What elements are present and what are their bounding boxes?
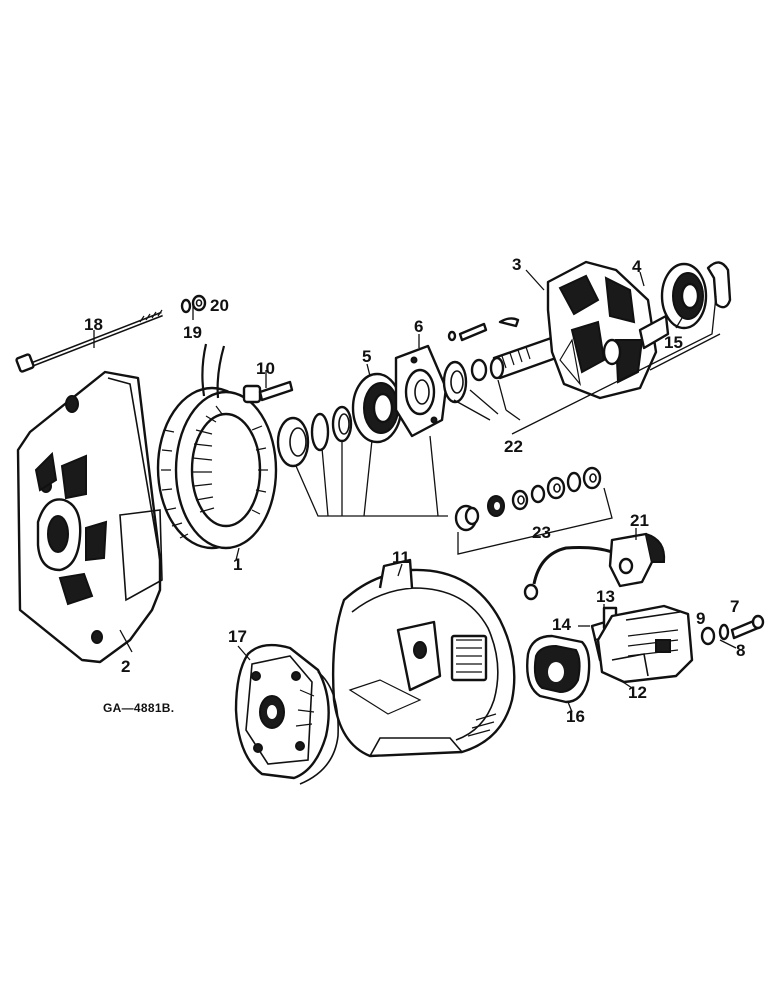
pulley-nut[interactable]	[276, 416, 310, 468]
slip-ring-end-housing-part-11[interactable]	[331, 558, 516, 758]
callout-21: 21	[630, 511, 649, 530]
hardware-set-part-23[interactable]	[454, 466, 602, 532]
callout-17: 17	[228, 627, 247, 646]
spring-clip-part-4[interactable]	[706, 261, 732, 309]
callout-5: 5	[362, 347, 371, 366]
drawing-code-label: GA—4881B.	[103, 701, 174, 715]
callout-6: 6	[414, 317, 423, 336]
lock-washer-part-8[interactable]	[718, 623, 730, 641]
ground-lead-part-21[interactable]	[523, 532, 666, 601]
callout-4: 4	[632, 257, 642, 276]
retainer-plate-part-6[interactable]	[394, 344, 448, 438]
regulator-part-12[interactable]	[596, 604, 694, 684]
collar[interactable]	[442, 360, 468, 404]
drive-end-housing-part-2[interactable]	[16, 370, 163, 664]
washer-23f[interactable]	[566, 471, 582, 493]
callout-3: 3	[512, 255, 521, 274]
nut-23e[interactable]	[546, 476, 566, 500]
woodruff-key[interactable]	[498, 317, 520, 328]
screw-part-7[interactable]	[730, 614, 765, 640]
callout-13: 13	[596, 587, 615, 606]
cover-part-16[interactable]	[526, 634, 591, 704]
washer-23c[interactable]	[511, 489, 529, 511]
callout-14: 14	[552, 615, 571, 634]
washer-23b[interactable]	[487, 495, 505, 517]
callout-11: 11	[392, 548, 410, 567]
stator-part-1[interactable]	[156, 343, 278, 550]
callout-7: 7	[730, 597, 739, 616]
callout-20: 20	[210, 296, 229, 315]
spacer-ring[interactable]	[331, 405, 353, 443]
rotor-part-3[interactable]	[489, 260, 670, 400]
nut-part-20[interactable]	[191, 294, 207, 312]
callout-10: 10	[256, 359, 275, 378]
callout-1: 1	[233, 555, 242, 574]
spring-washer[interactable]	[310, 412, 330, 452]
bearing-part-5[interactable]	[351, 372, 403, 444]
callout-2: 2	[121, 657, 130, 676]
screw-part-10[interactable]	[242, 380, 294, 404]
washer-23d[interactable]	[530, 484, 546, 504]
washer-part-9[interactable]	[700, 626, 716, 646]
callout-19: 19	[183, 323, 202, 342]
bearing-part-15[interactable]	[660, 262, 708, 330]
callout-8: 8	[736, 641, 745, 660]
callout-18: 18	[84, 315, 103, 334]
callout-16: 16	[566, 707, 585, 726]
washer-small[interactable]	[470, 358, 488, 382]
shaft-screw[interactable]	[447, 322, 488, 342]
callout-23: 23	[532, 523, 551, 542]
callout-labels: 18 19 20 10 5 6 3 4 15 22 1 2 23 21 11 1…	[84, 255, 745, 726]
lock-washer-part-19[interactable]	[180, 298, 192, 314]
callout-22: 22	[504, 437, 523, 456]
callout-15: 15	[664, 333, 683, 352]
rectifier-part-17[interactable]	[234, 643, 339, 785]
nut-23g[interactable]	[582, 466, 602, 490]
leader-lines	[93, 269, 737, 713]
callout-9: 9	[696, 609, 705, 628]
callout-12: 12	[628, 683, 647, 702]
bolt-23a[interactable]	[454, 504, 480, 532]
through-bolt-part-18[interactable]	[15, 309, 163, 373]
